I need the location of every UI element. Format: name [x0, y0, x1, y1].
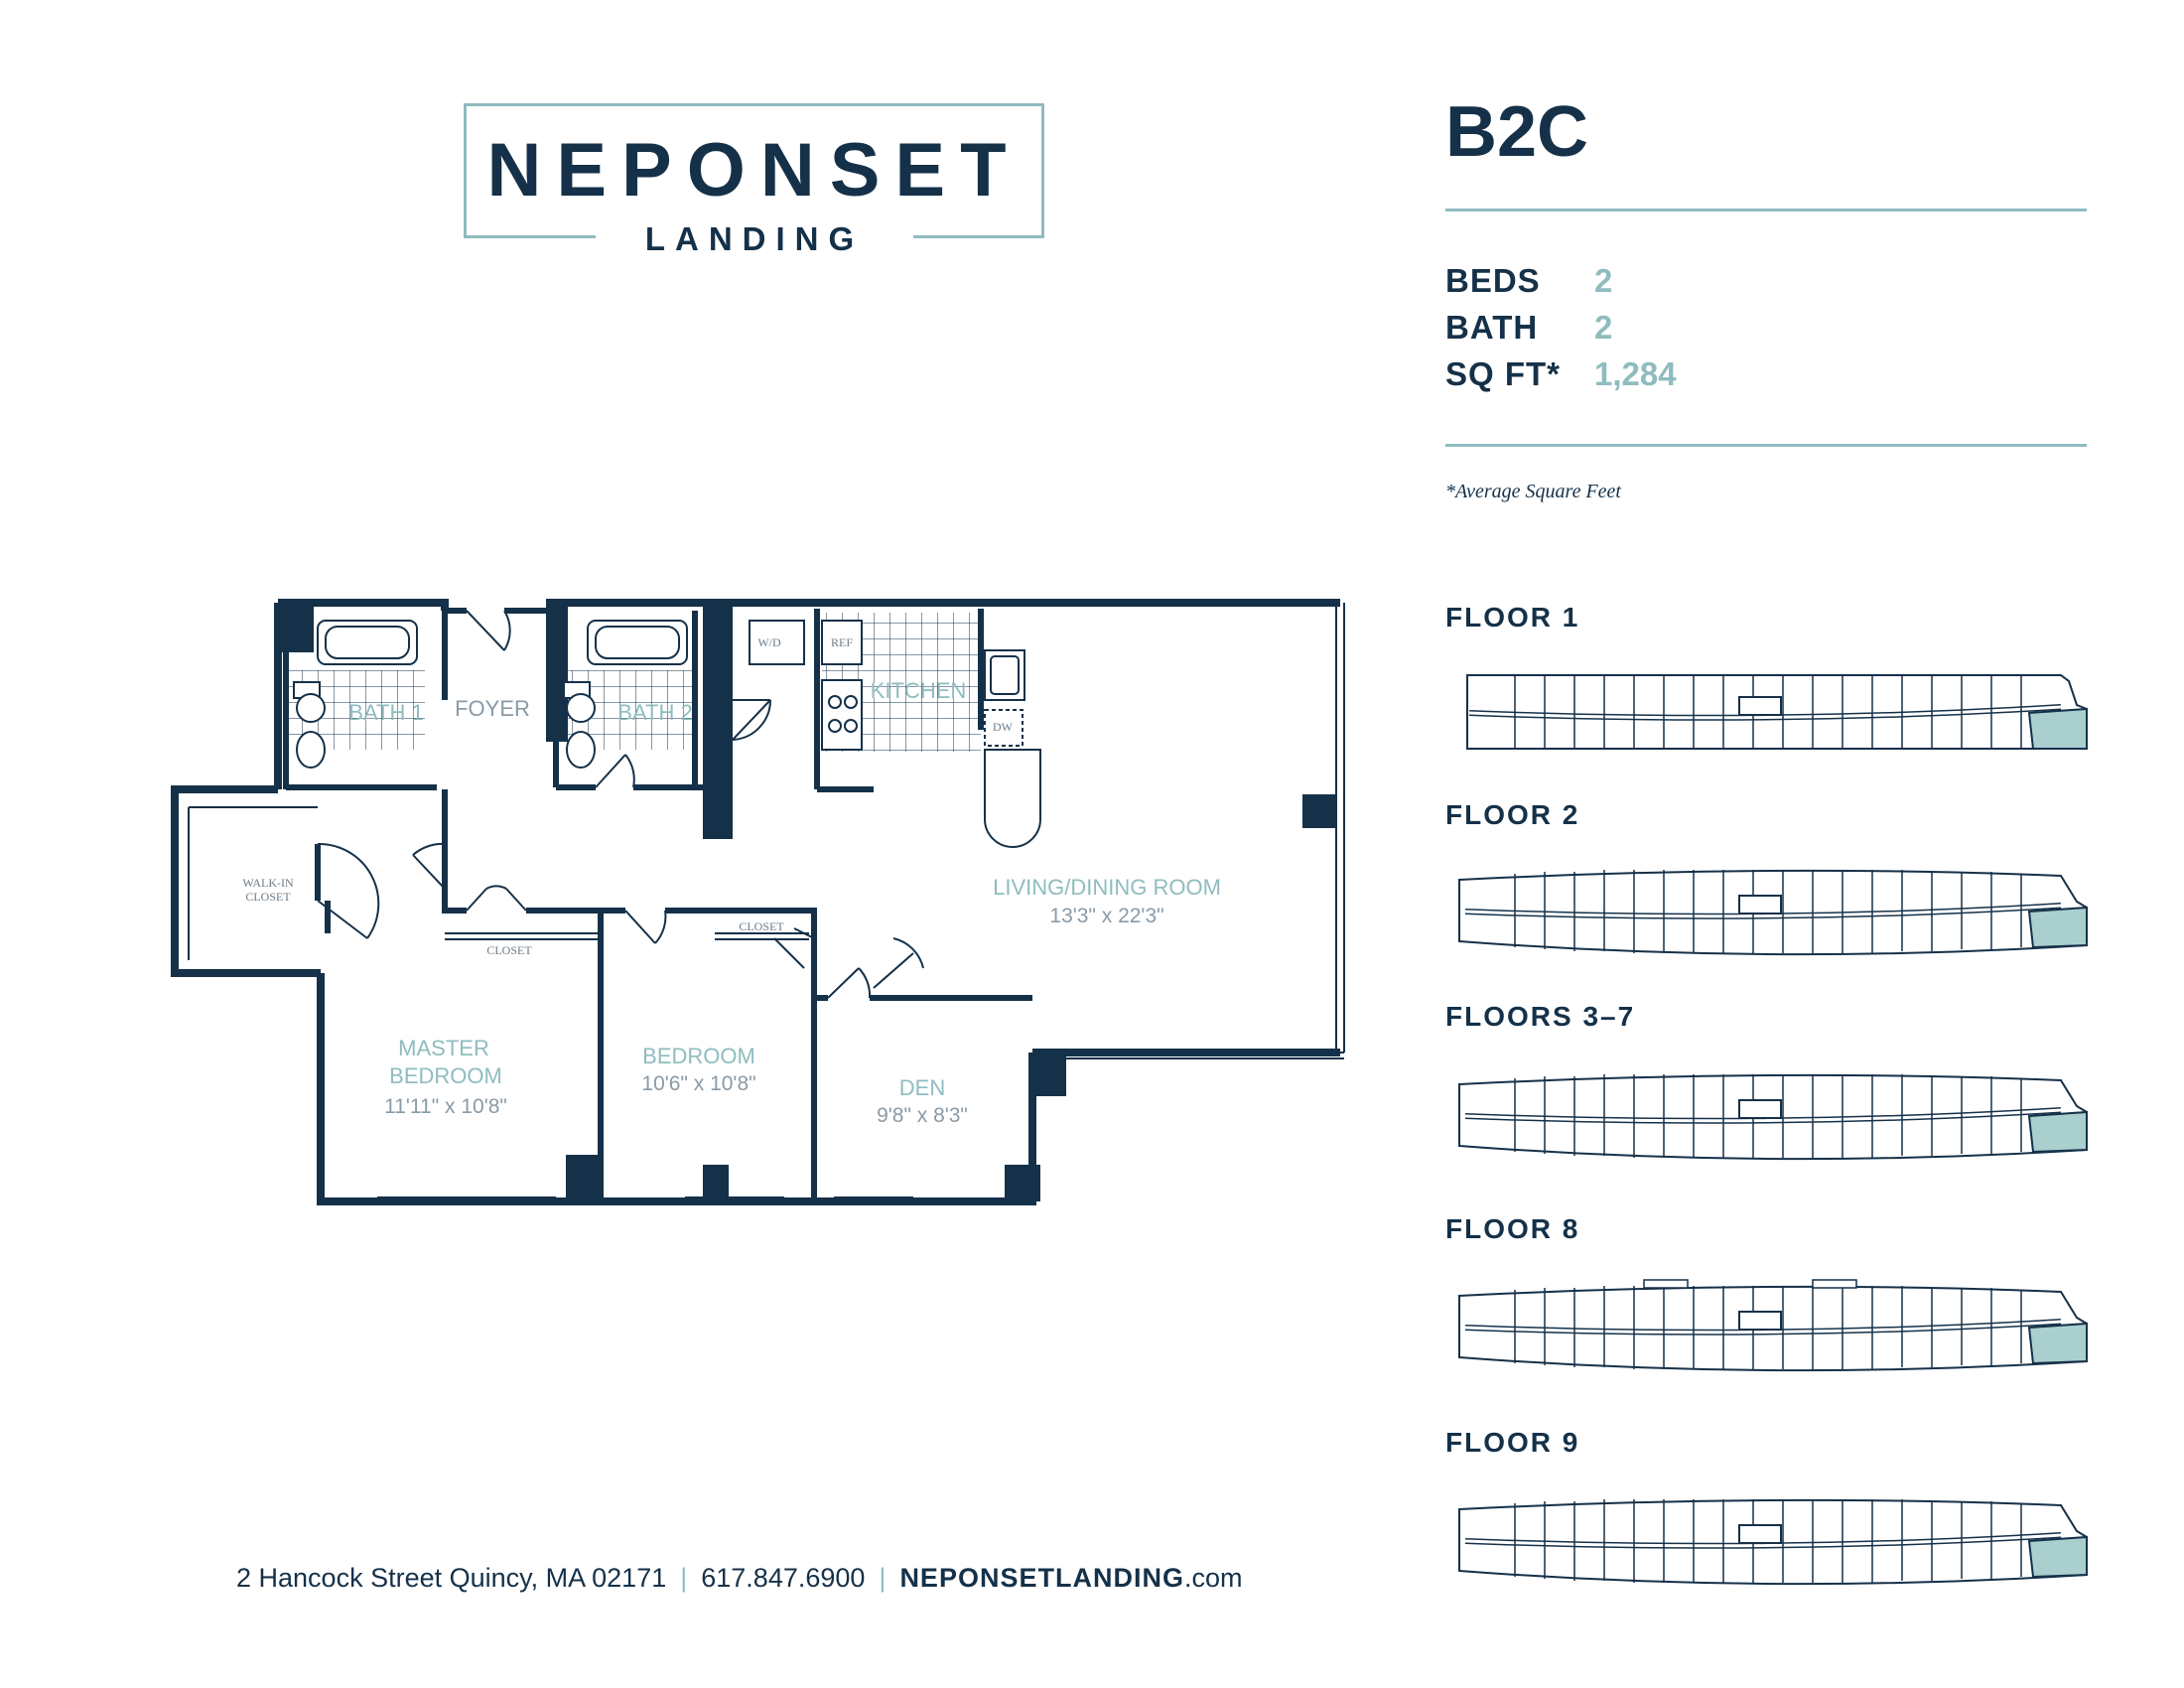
spec-label-sqft: SQ FT* — [1445, 355, 1562, 392]
room-label-master-1: MASTER — [398, 1036, 489, 1060]
keyplan-floor-8 — [1458, 1279, 2088, 1372]
floor-label-1: FLOOR 1 — [1445, 602, 1580, 633]
room-label-walkin-1: WALK-IN — [242, 876, 294, 890]
room-label-foyer: FOYER — [455, 696, 530, 721]
room-label-ref: REF — [831, 635, 853, 649]
room-dim-bedroom: 10'6" x 10'8" — [641, 1072, 755, 1095]
divider-top — [1445, 209, 2087, 211]
keyplan-floors-3-7 — [1458, 1073, 2088, 1161]
room-label-dw: DW — [993, 720, 1014, 734]
room-label-wd: W/D — [757, 635, 781, 649]
footer-contact: 2 Hancock Street Quincy, MA 02171 | 617.84… — [236, 1563, 1242, 1594]
spec-label-bath: BATH — [1445, 309, 1539, 346]
logo-wordmark: NEPONSET — [486, 128, 1022, 212]
footer-website-tld: .com — [1183, 1563, 1243, 1593]
room-label-bath2: BATH 2 — [617, 700, 692, 725]
footer-separator-2: | — [879, 1563, 887, 1593]
logo-sub-gap — [596, 218, 913, 262]
keyplan-floor-1 — [1466, 674, 2088, 750]
spec-value-bath: 2 — [1594, 309, 1613, 346]
footer-address: 2 Hancock Street Quincy, MA 02171 — [236, 1563, 667, 1593]
room-dim-living: 13'3" x 22'3" — [1049, 905, 1163, 927]
room-label-kitchen: KITCHEN — [871, 678, 967, 703]
keyplan-floor-9 — [1458, 1498, 2088, 1586]
spec-label-beds: BEDS — [1445, 262, 1541, 299]
spec-value-sqft: 1,284 — [1594, 355, 1677, 392]
spec-value-beds: 2 — [1594, 262, 1613, 299]
room-label-closet-master: CLOSET — [486, 943, 532, 957]
footer-website[interactable]: NEPONSETLANDING.com — [899, 1563, 1242, 1593]
divider-bottom — [1445, 444, 2087, 447]
unit-floor-plan: BATH 1 FOYER BATH 2 W/D REF KITCHEN DW W… — [171, 599, 1345, 1205]
keyplan-floor-2 — [1458, 869, 2088, 956]
room-label-walkin-2: CLOSET — [245, 890, 291, 904]
room-label-living: LIVING/DINING ROOM — [993, 875, 1221, 900]
floor-label-3-7: FLOORS 3–7 — [1445, 1001, 1636, 1032]
floor-label-9: FLOOR 9 — [1445, 1427, 1580, 1458]
room-label-bedroom: BEDROOM — [642, 1044, 755, 1068]
room-label-closet-bedroom: CLOSET — [739, 919, 784, 933]
logo-subtitle: LANDING — [644, 220, 865, 257]
room-label-den: DEN — [899, 1075, 945, 1100]
footer-phone[interactable]: 617.847.6900 — [701, 1563, 866, 1593]
room-label-bath1: BATH 1 — [348, 700, 423, 725]
room-label-master-2: BEDROOM — [389, 1063, 502, 1088]
floor-label-8: FLOOR 8 — [1445, 1213, 1580, 1244]
footer-website-domain: NEPONSETLANDING — [899, 1563, 1184, 1593]
footer-separator-1: | — [680, 1563, 688, 1593]
room-dim-master: 11'11" x 10'8" — [384, 1095, 507, 1118]
room-dim-den: 9'8" x 8'3" — [877, 1104, 968, 1127]
sqft-footnote: *Average Square Feet — [1445, 481, 1621, 502]
unit-code: B2C — [1445, 92, 1589, 172]
floor-label-2: FLOOR 2 — [1445, 799, 1580, 830]
